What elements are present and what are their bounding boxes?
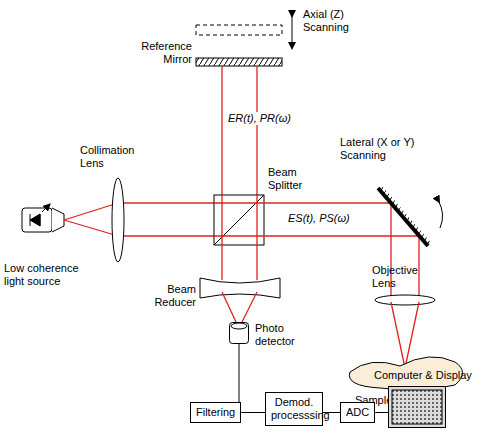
box-text: ADC — [346, 406, 369, 419]
display-symbol — [388, 386, 446, 428]
photodetector: Photo detector — [229, 322, 249, 344]
part-label: Beam Splitter — [268, 166, 316, 192]
part-label: Collimation Lens — [80, 144, 150, 170]
part-label: ER(t), PR(ω) — [226, 112, 294, 125]
display-screen: Computer & Display — [388, 386, 446, 428]
signal-wire — [375, 412, 388, 413]
signal-wire — [323, 412, 340, 413]
part-label: Low coherence light source — [4, 262, 96, 288]
part-label: Reference Mirror — [130, 40, 192, 66]
node-heading: Photo detector — [255, 322, 307, 348]
process-box: ADC — [340, 402, 375, 423]
detector-symbol — [229, 322, 249, 344]
box-text: Filtering — [196, 406, 235, 419]
part-label: Axial (Z) Scanning — [303, 8, 365, 34]
node-heading: Computer & Display — [374, 369, 472, 382]
part-label: ES(t), PS(ω) — [286, 212, 352, 225]
box-text: Demod. processsing — [271, 396, 317, 422]
signal-wire — [241, 412, 265, 413]
process-box: Filtering — [190, 402, 241, 423]
part-label: Objective Lens — [372, 264, 428, 290]
signal-wire — [239, 344, 240, 402]
process-box: Demod. processsing — [265, 392, 323, 426]
part-label: Lateral (X or Y) Scanning — [340, 136, 430, 162]
part-label: Beam Reducer — [138, 283, 196, 309]
